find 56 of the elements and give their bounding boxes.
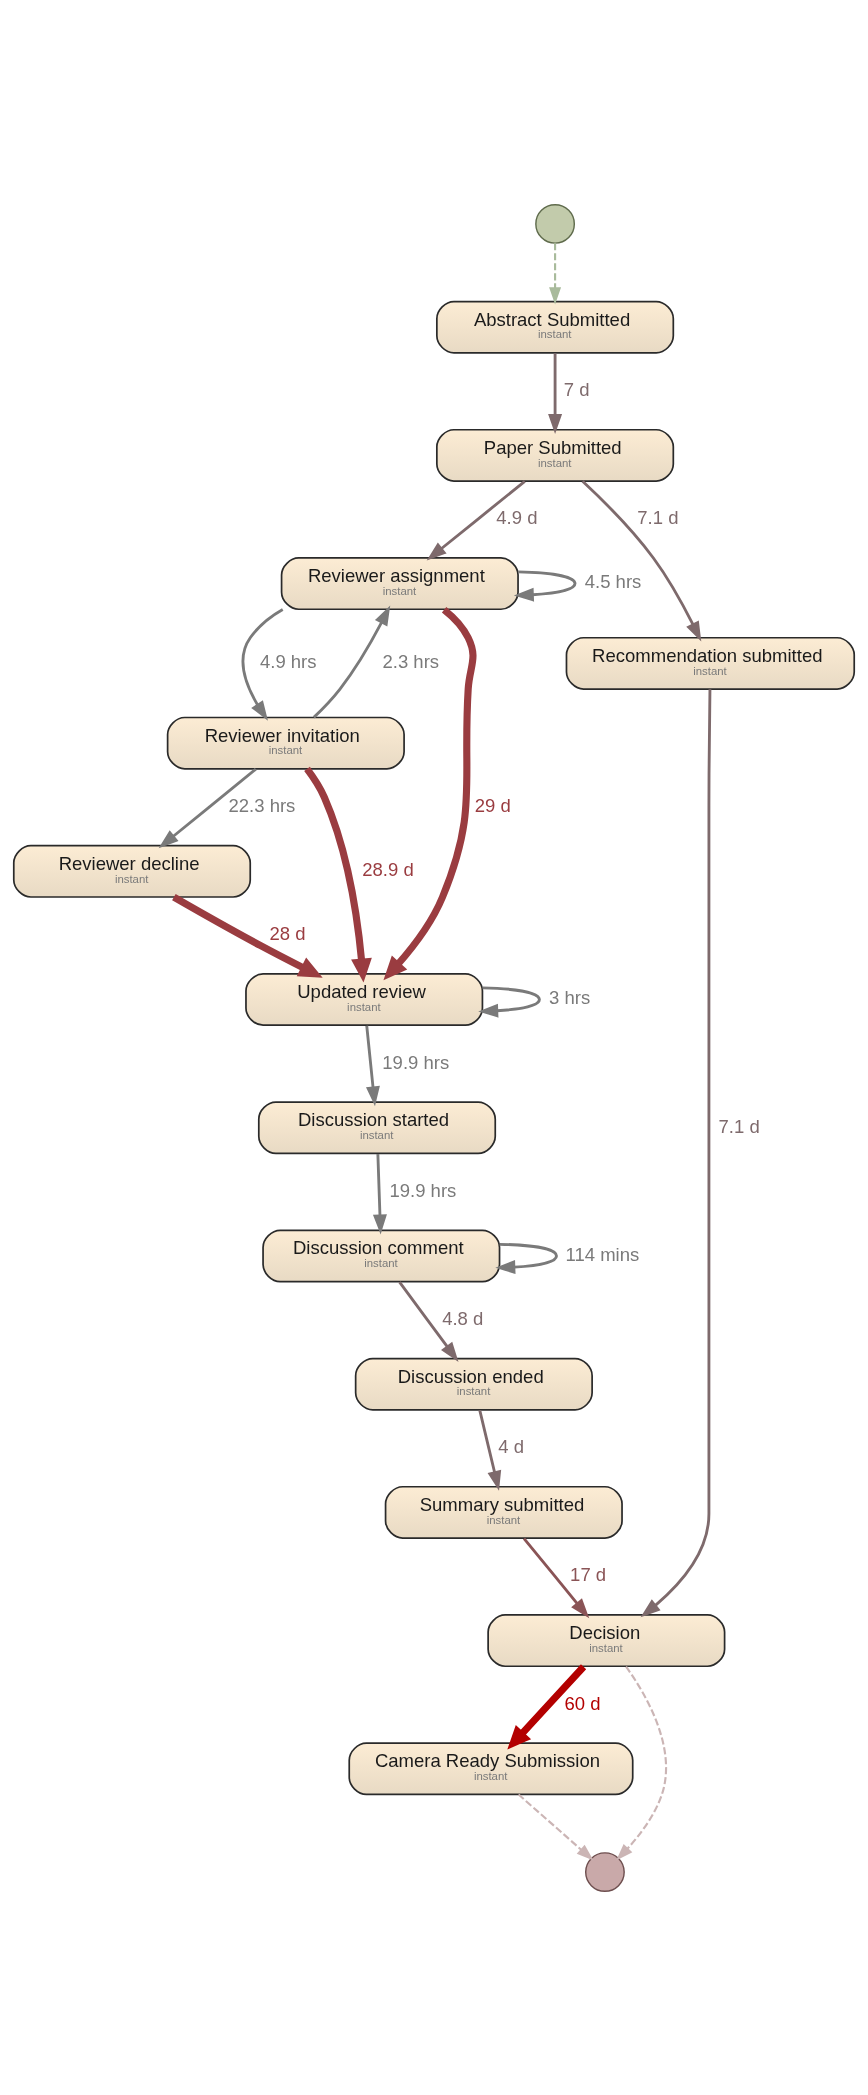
arrow: [478, 1409, 502, 1491]
arrow: [549, 242, 562, 304]
arrow: [241, 607, 284, 721]
edge-label: 17 d: [570, 1563, 607, 1585]
arrow: [398, 1280, 459, 1362]
edge-label: 29 d: [474, 794, 511, 816]
edge-label: 2.3 hrs: [382, 650, 440, 672]
edge-label: 4.8 d: [442, 1307, 484, 1329]
edge-label: 7.1 d: [718, 1115, 760, 1137]
edge-label: 114 mins: [565, 1243, 640, 1265]
node-circle: [535, 203, 575, 244]
arrow: [312, 605, 391, 718]
node-box: Reviewer decline instant: [12, 844, 252, 898]
edge-label: 28.9 d: [362, 858, 414, 880]
edge-label: 4.9 d: [496, 506, 538, 528]
arrow: [383, 606, 477, 980]
arrow: [372, 1153, 387, 1235]
node-box: Summary submitted instant: [384, 1485, 623, 1539]
arrow: [522, 1537, 590, 1618]
arrow: [426, 479, 526, 560]
edge-label: 28 d: [269, 922, 306, 944]
edge-label: 7.1 d: [637, 506, 679, 528]
edge-label: 19.9 hrs: [389, 1179, 457, 1201]
edge-label: 4 d: [498, 1435, 525, 1457]
node-circle: [585, 1851, 625, 1892]
node-box: Paper Submitted instant: [436, 428, 675, 482]
edge-label: 7 d: [563, 378, 590, 400]
edge-label: 22.3 hrs: [228, 794, 296, 816]
node-box: Discussion comment instant: [262, 1229, 501, 1282]
arrow: [507, 1663, 587, 1750]
node-box: Reviewer invitation instant: [166, 716, 405, 770]
node-box: Abstract Submitted instant: [436, 300, 675, 354]
node-box: Camera Ready Submission instant: [348, 1741, 634, 1795]
node-box: Recommendation submitted instant: [565, 636, 856, 690]
edge-label: 4.5 hrs: [584, 570, 642, 592]
arrow: [581, 479, 702, 642]
arrow: [158, 767, 257, 848]
arrow: [365, 1025, 380, 1106]
node-box: Discussion started instant: [257, 1100, 497, 1154]
edge-label: 4.9 hrs: [259, 650, 317, 672]
edge-label: 3 hrs: [549, 986, 591, 1008]
arrow: [640, 688, 712, 1617]
edge-label: 19.9 hrs: [382, 1051, 450, 1073]
arrow: [517, 1793, 594, 1861]
arrow: [548, 352, 563, 434]
node-box: Decision instant: [487, 1613, 726, 1667]
arrow: [513, 570, 577, 602]
node-box: Discussion ended instant: [354, 1357, 593, 1411]
node-box: Reviewer assignment instant: [280, 556, 519, 610]
arrow: [478, 985, 541, 1018]
node-box: Updated review instant: [245, 972, 484, 1026]
edge-label: 60 d: [564, 1692, 601, 1714]
arrow: [304, 766, 372, 982]
arrow: [495, 1242, 558, 1274]
arrow: [172, 893, 323, 978]
arrow: [616, 1665, 668, 1860]
